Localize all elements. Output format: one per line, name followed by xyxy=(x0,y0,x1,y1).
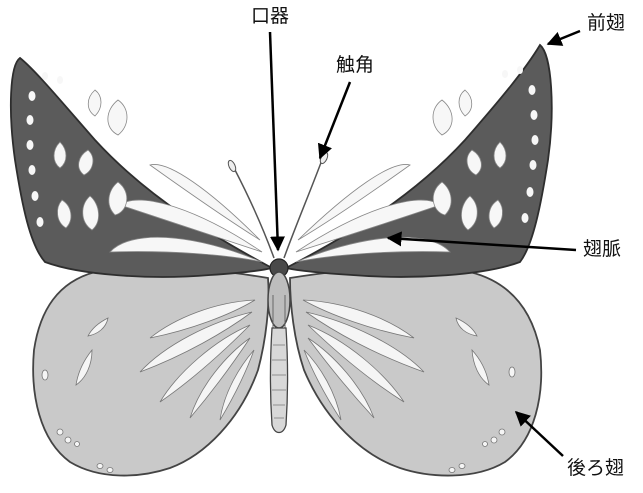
hindwing-left xyxy=(33,267,268,475)
hindwing-right xyxy=(290,267,541,475)
hindwing-label: 後ろ翅 xyxy=(567,459,624,478)
forewing-label: 前翅 xyxy=(587,14,625,33)
mouthparts-label: 口器 xyxy=(251,7,289,26)
antenna-arrow xyxy=(320,82,350,158)
thorax xyxy=(268,272,290,328)
forewing-arrow xyxy=(548,31,580,44)
abdomen xyxy=(271,328,288,433)
antenna-label: 触角 xyxy=(336,56,374,75)
wing-vein-label: 翅脈 xyxy=(583,240,621,259)
body xyxy=(268,259,290,433)
mouthparts-arrow xyxy=(270,32,278,250)
